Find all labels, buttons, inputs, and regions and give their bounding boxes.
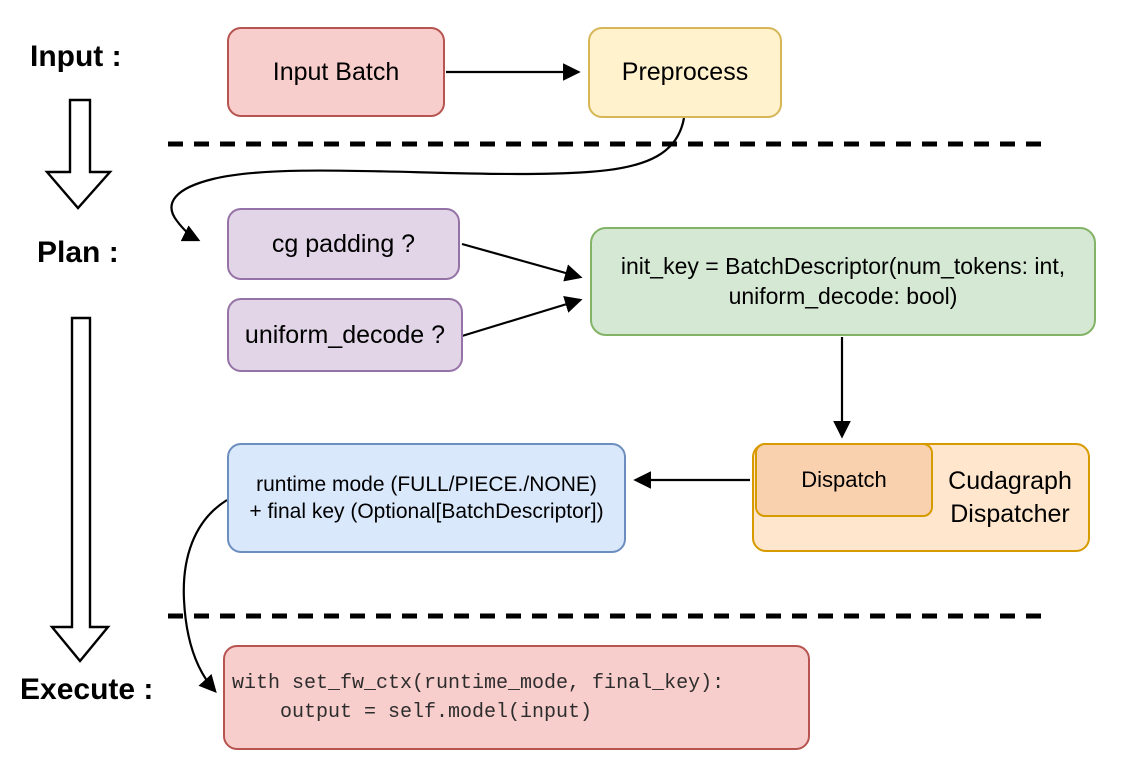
node-init-key: init_key = BatchDescriptor(num_tokens: i… — [590, 227, 1096, 336]
node-cudagraph-dispatcher-label: Cudagraph Dispatcher — [948, 467, 1072, 528]
node-runtime-mode: runtime mode (FULL/PIECE./NONE) + final … — [227, 443, 626, 553]
execute-code-line1: with set_fw_ctx(runtime_mode, final_key)… — [232, 671, 725, 695]
node-input-batch: Input Batch — [227, 27, 445, 117]
input-section-down-arrow-icon — [44, 98, 113, 210]
arrow-cg-padding-to-init-key — [461, 242, 583, 282]
node-runtime-mode-line1: runtime mode (FULL/PIECE./NONE) — [256, 472, 597, 496]
node-cudagraph-dispatcher-label-area: Cudagraph Dispatcher — [930, 443, 1090, 552]
node-uniform-decode-label: uniform_decode ? — [244, 320, 446, 349]
node-dispatch-label: Dispatch — [801, 466, 887, 492]
node-input-batch-label: Input Batch — [272, 57, 400, 86]
node-init-key-line1: init_key = BatchDescriptor(num_tokens: i… — [620, 252, 1066, 279]
node-uniform-decode: uniform_decode ? — [227, 298, 463, 372]
section-label-execute: Execute : — [20, 673, 154, 706]
node-runtime-mode-line2: + final key (Optional[BatchDescriptor]) — [249, 500, 604, 523]
execute-code-line2: output = self.model(input) — [232, 700, 593, 724]
section-label-plan: Plan : — [37, 236, 119, 269]
node-execute-code: with set_fw_ctx(runtime_mode, final_key)… — [223, 645, 810, 750]
arrow-preprocess-to-cg-padding — [170, 117, 686, 242]
node-cg-padding: cg padding ? — [227, 208, 460, 280]
node-preprocess-label: Preprocess — [621, 58, 749, 87]
arrow-uniform-decode-to-init-key — [461, 295, 583, 338]
node-init-key-line2: uniform_decode: bool) — [728, 282, 958, 309]
node-dispatch: Dispatch — [755, 443, 933, 517]
node-cg-padding-label: cg padding ? — [271, 229, 416, 258]
arrow-runtime-mode-to-execute-code — [182, 499, 228, 693]
plan-section-down-arrow-icon — [49, 316, 111, 663]
section-label-input: Input : — [30, 40, 122, 73]
node-preprocess: Preprocess — [588, 27, 782, 118]
